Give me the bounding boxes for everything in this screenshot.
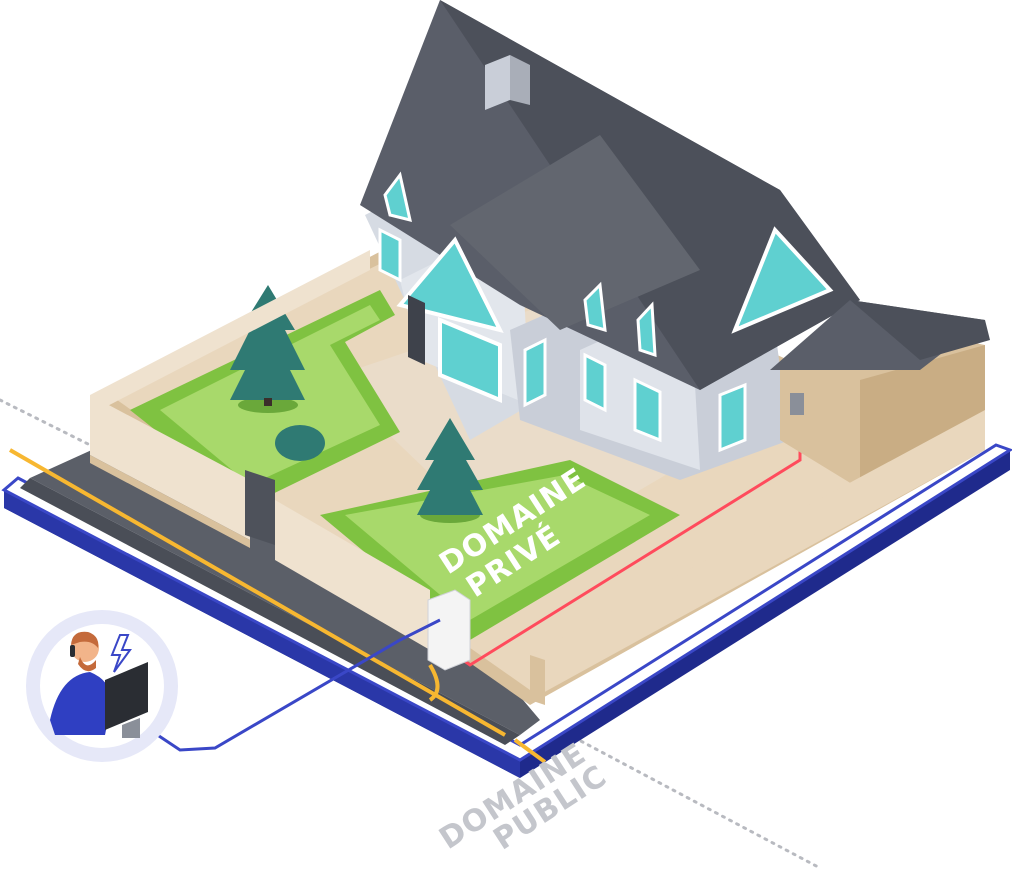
- gable-window-right: [731, 226, 834, 334]
- tree-left: [230, 285, 305, 413]
- technician-avatar: [26, 610, 178, 762]
- public-cable-blue: [149, 618, 441, 752]
- tree-private: [417, 418, 483, 523]
- house: [360, 0, 990, 495]
- bush: [275, 425, 325, 461]
- lightning-icon: [110, 634, 132, 673]
- electric-meter: [790, 393, 804, 415]
- road-center-line: [9, 448, 506, 737]
- front-door: [408, 295, 425, 365]
- chimney: [485, 55, 510, 110]
- boundary-walls: [90, 250, 985, 705]
- technician-at-computer-icon: [50, 631, 148, 738]
- public-meter-box: [427, 589, 471, 671]
